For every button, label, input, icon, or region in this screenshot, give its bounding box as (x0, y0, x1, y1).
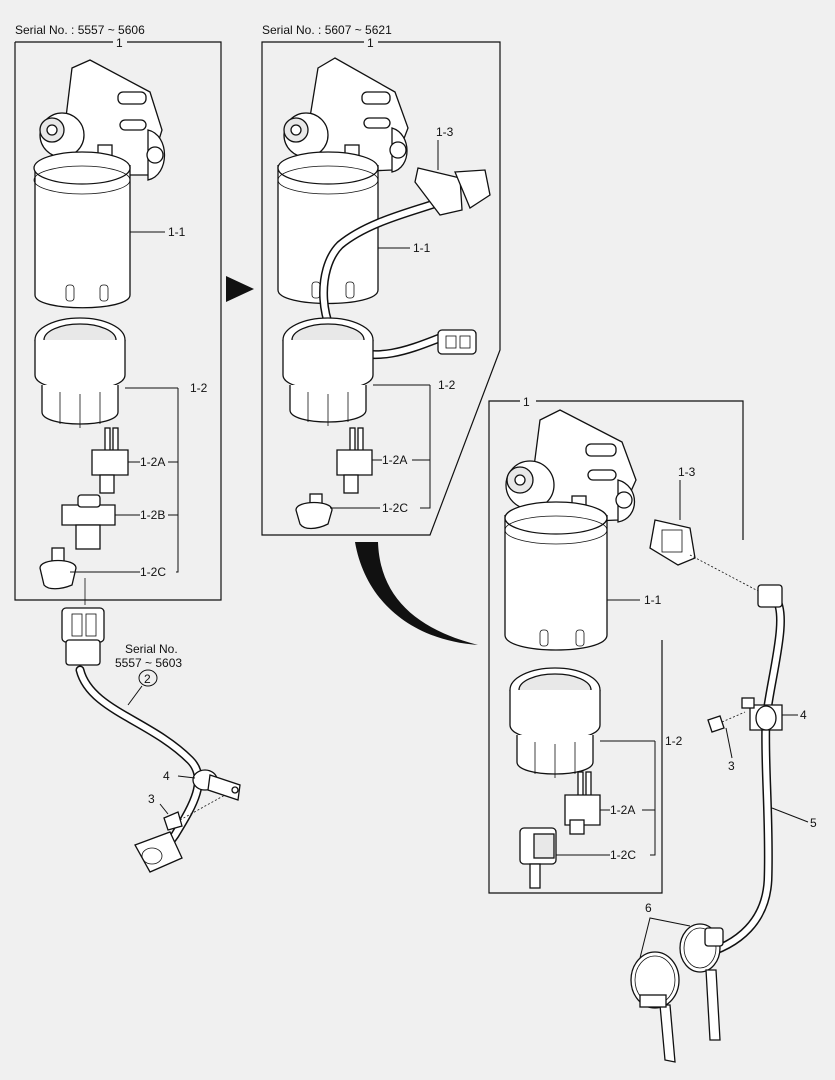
right-filter-bowl (509, 667, 601, 778)
right-frame (536, 400, 744, 540)
serial-left-label: Serial No. : 5557 ~ 5606 (15, 23, 145, 37)
right-drain-valve (519, 827, 557, 889)
left-filter-bowl (34, 317, 126, 428)
right-label-ties: 6 (645, 901, 652, 915)
right-label-bolt: 3 (728, 759, 735, 773)
left-label-sensor: 1-2A (140, 455, 165, 469)
harness-clamp (192, 769, 241, 801)
harness-serial-line2: 5557 ~ 5603 (115, 656, 182, 670)
mid-frame (261, 41, 501, 536)
left-assembly: Serial No. : 5557 ~ 5606 1 1-1 (14, 23, 222, 601)
right-filter-cartridge (504, 501, 608, 651)
left-water-sensor (91, 427, 129, 494)
mid-label-connector: 1-3 (436, 125, 454, 139)
left-label-drain: 1-2C (140, 565, 166, 579)
left-label-filter: 1-1 (168, 225, 186, 239)
harness-assembly: 4 3 Serial No. 5557 ~ 5603 2 (61, 578, 241, 873)
harness-serial-line1: Serial No. (125, 642, 178, 656)
right-label-connector: 1-3 (678, 465, 696, 479)
mid-label-sensor: 1-2A (382, 453, 407, 467)
left-group-number: 1 (116, 36, 123, 50)
left-filter-cartridge (33, 151, 131, 309)
harness-label-bolt: 3 (148, 792, 155, 806)
mid-filter-bowl (282, 317, 374, 426)
right-harness (695, 584, 785, 960)
right-label-bowl: 1-2 (665, 734, 683, 748)
right-assembly: 1 1-1 1-3 (488, 395, 817, 1063)
serial-mid-label: Serial No. : 5607 ~ 5621 (262, 23, 392, 37)
mid-filter-head (283, 57, 409, 173)
right-bolt (707, 711, 746, 733)
left-drain-plug (61, 494, 116, 550)
left-frame (14, 41, 222, 601)
mid-label-filter: 1-1 (413, 241, 431, 255)
right-label-harness: 5 (810, 816, 817, 830)
right-filter-head (505, 409, 637, 523)
right-label-sensor: 1-2A (610, 803, 635, 817)
middle-assembly: Serial No. : 5607 ~ 5621 1 (261, 23, 501, 536)
mid-label-drain: 1-2C (382, 501, 408, 515)
mid-label-bowl: 1-2 (438, 378, 456, 392)
left-label-plug: 1-2B (140, 508, 165, 522)
left-filter-head (39, 59, 166, 181)
mid-water-sensor (336, 427, 373, 494)
right-group-number: 1 (523, 395, 530, 409)
harness-top-connector (61, 607, 105, 666)
harness-bottom-connector (134, 831, 183, 873)
harness-callout: 2 (144, 672, 151, 686)
right-label-drain: 1-2C (610, 848, 636, 862)
right-cable-ties (630, 923, 724, 1063)
left-drain-valve (39, 547, 77, 590)
mid-harness (319, 167, 491, 360)
right-label-clamp: 4 (800, 708, 807, 722)
transition-curve-arrow (355, 542, 478, 645)
harness-label-clamp: 4 (163, 769, 170, 783)
right-water-sensor (564, 771, 601, 835)
mid-group-number: 1 (367, 36, 374, 50)
right-connector (649, 519, 696, 566)
right-label-filter: 1-1 (644, 593, 662, 607)
left-label-bowl: 1-2 (190, 381, 208, 395)
transition-arrow (226, 276, 254, 302)
mid-drain-valve (295, 493, 333, 530)
harness-bolt (163, 794, 226, 831)
